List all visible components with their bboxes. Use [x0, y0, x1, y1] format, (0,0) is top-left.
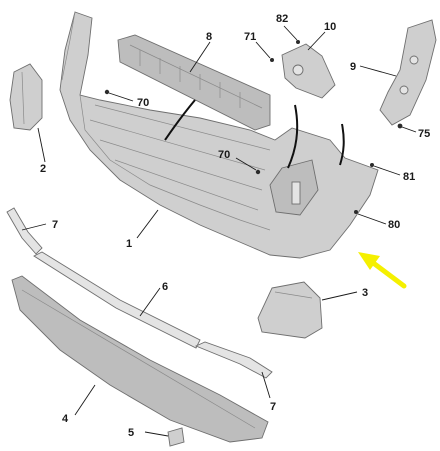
callout-70-upper: 70 [137, 97, 149, 109]
long-trim-strip [33, 251, 201, 349]
trim-strip-right [194, 341, 273, 379]
clip [167, 427, 185, 447]
separation-curve-1 [164, 99, 196, 141]
leader-7a [21, 223, 47, 231]
separation-curve-2 [287, 104, 299, 169]
fastener-70b [255, 169, 261, 175]
separation-curve-3 [339, 123, 345, 166]
leader-6 [139, 287, 161, 317]
callout-4: 4 [62, 413, 69, 425]
callout-75: 75 [418, 128, 430, 140]
callout-8: 8 [206, 31, 212, 43]
callout-1: 1 [126, 238, 132, 250]
left-side-piece [9, 63, 43, 131]
leader-3 [321, 291, 358, 301]
small-bracket [281, 43, 336, 99]
trim-strip-left [6, 207, 43, 255]
leader-70a [108, 92, 134, 102]
callout-6: 6 [162, 281, 168, 293]
callout-3: 3 [362, 287, 368, 299]
side-bracket [379, 19, 437, 126]
leader-1 [136, 209, 159, 239]
mounting-rail [117, 34, 271, 131]
callout-81: 81 [403, 171, 415, 183]
leader-5 [144, 431, 169, 437]
callout-9: 9 [350, 61, 356, 73]
fastener-80 [354, 210, 358, 214]
callout-71: 71 [244, 31, 256, 43]
bumper-cover [59, 11, 379, 259]
fastener-75 [397, 123, 403, 129]
fastener-70a [104, 89, 110, 95]
leader-4 [74, 384, 96, 416]
callout-7-upper: 7 [52, 219, 58, 231]
leader-9 [359, 65, 397, 77]
fastener-71 [270, 58, 274, 62]
leader-71 [255, 41, 271, 59]
leader-75 [401, 126, 417, 133]
fastener-81 [370, 163, 374, 167]
callout-80: 80 [388, 219, 400, 231]
callout-5: 5 [128, 427, 134, 439]
leader-7b [261, 371, 271, 399]
leader-82 [283, 25, 298, 41]
leader-10 [307, 31, 326, 51]
lower-valance [11, 275, 269, 443]
callout-2: 2 [40, 163, 46, 175]
indicator-arrow [358, 252, 407, 289]
leader-81 [373, 165, 401, 176]
corner-piece [257, 281, 323, 339]
leader-70b [235, 157, 257, 171]
leader-8 [189, 41, 211, 73]
leader-80 [357, 213, 387, 225]
callout-70-lower: 70 [218, 149, 230, 161]
leader-2 [37, 127, 46, 163]
callout-10: 10 [324, 21, 336, 33]
callout-82: 82 [276, 13, 288, 25]
fastener-82 [296, 40, 300, 44]
callout-7-lower: 7 [270, 401, 276, 413]
